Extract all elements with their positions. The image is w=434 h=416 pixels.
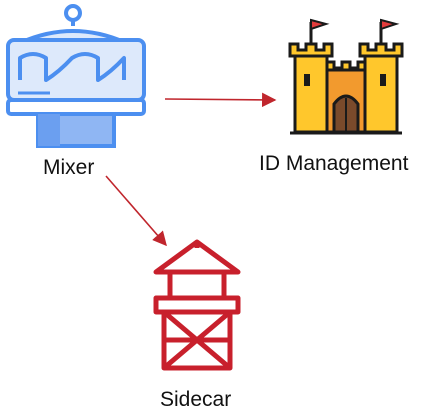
node-label-id-management: ID Management [259,152,409,175]
node-label-sidecar: Sidecar [160,388,232,411]
watchtower-icon [153,239,241,371]
castle-icon [288,18,404,135]
edge-mixer-to-sidecar [105,175,167,247]
carousel-icon [6,4,146,148]
node-label-mixer: Mixer [43,156,95,179]
edge-mixer-to-id-management [164,92,277,108]
